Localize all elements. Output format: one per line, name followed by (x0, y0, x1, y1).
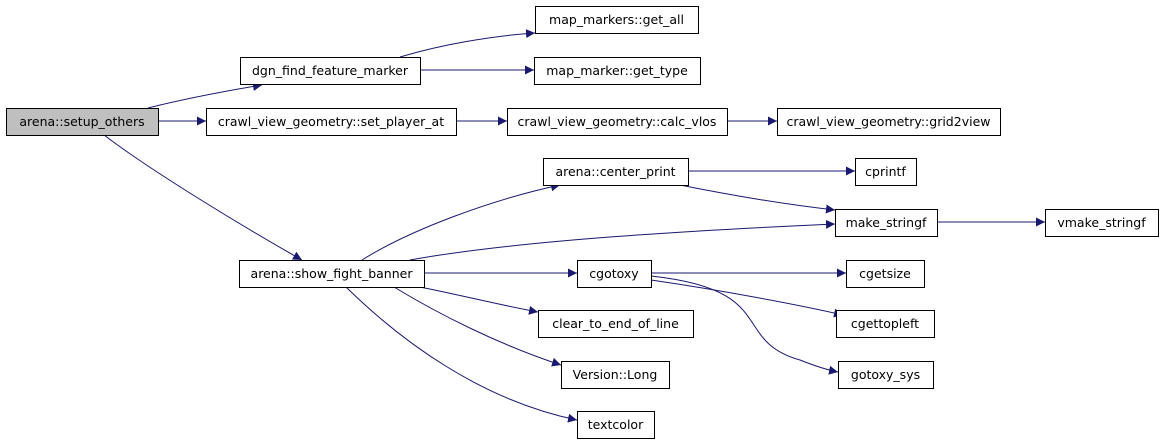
node-label: vmake_stringf (1057, 215, 1146, 230)
edge-setup_others-to-show_fight_banner (103, 134, 303, 261)
edge-dgn_find_feature_marker-to-get_all (399, 29, 536, 58)
node-label: arena::setup_others (19, 114, 144, 129)
node-version-long[interactable]: Version::Long (561, 361, 670, 389)
node-cgetsize[interactable]: cgetsize (846, 260, 925, 288)
node-vmake-stringf[interactable]: vmake_stringf (1045, 209, 1159, 237)
node-label: crawl_view_geometry::calc_vlos (518, 114, 717, 129)
node-box (855, 158, 917, 186)
edge-center_print-to-make_stringf (679, 184, 836, 214)
node-label: map_markers::get_all (549, 12, 684, 27)
edge-show_fight_banner-to-make_stringf (409, 219, 836, 261)
node-box (561, 361, 670, 389)
node-label: dgn_find_feature_marker (252, 63, 409, 78)
node-cprintf[interactable]: cprintf (855, 158, 917, 186)
node-cgotoxy[interactable]: cgotoxy (577, 260, 652, 288)
node-center-print[interactable]: arena::center_print (543, 158, 689, 186)
edge-cgotoxy-to-gotoxy_sys (650, 275, 839, 375)
node-box (777, 108, 1001, 136)
node-label: gotoxy_sys (851, 367, 920, 382)
edge-cgotoxy-to-cgettopleft (650, 279, 844, 318)
node-box (538, 310, 694, 338)
node-label: textcolor (588, 417, 644, 432)
node-label: cgetsize (859, 266, 911, 281)
node-box (543, 158, 689, 186)
edge-show_fight_banner-to-clear_to_end_of_line (419, 286, 539, 315)
node-label: crawl_view_geometry::set_player_at (218, 114, 444, 129)
node-box (507, 108, 728, 136)
node-setup-others[interactable]: arena::setup_others (6, 108, 159, 136)
node-get-type[interactable]: map_marker::get_type (534, 57, 701, 85)
node-box (836, 310, 935, 338)
node-label: arena::center_print (555, 164, 675, 179)
node-label: arena::show_fight_banner (251, 266, 414, 281)
node-grid2view[interactable]: crawl_view_geometry::grid2view (777, 108, 1001, 136)
node-label: crawl_view_geometry::grid2view (787, 114, 991, 129)
node-box (1045, 209, 1159, 237)
node-gotoxy-sys[interactable]: gotoxy_sys (838, 361, 934, 389)
node-set-player-at[interactable]: crawl_view_geometry::set_player_at (206, 108, 457, 136)
node-box (534, 57, 701, 85)
edge-show_fight_banner-to-center_print (361, 182, 561, 261)
node-textcolor[interactable]: textcolor (577, 411, 655, 439)
node-calc-vlos[interactable]: crawl_view_geometry::calc_vlos (507, 108, 728, 136)
edge-setup_others-to-dgn_find_feature_marker (147, 82, 263, 109)
node-label: make_stringf (846, 215, 927, 230)
node-box (838, 361, 934, 389)
node-box (535, 6, 699, 34)
node-box (577, 411, 655, 439)
edges-layer (103, 29, 1045, 423)
node-label: cgettopleft (851, 316, 919, 331)
node-box (6, 108, 159, 136)
node-box (240, 57, 421, 85)
node-box (577, 260, 652, 288)
node-get-all[interactable]: map_markers::get_all (535, 6, 699, 34)
node-label: Version::Long (573, 367, 658, 382)
node-label: cgotoxy (589, 266, 639, 281)
node-cgettopleft[interactable]: cgettopleft (836, 310, 935, 338)
node-show-fight-banner[interactable]: arena::show_fight_banner (239, 260, 425, 288)
nodes-layer: arena::setup_others dgn_find_feature_mark… (6, 6, 1159, 439)
node-box (835, 209, 938, 237)
node-label: cprintf (865, 164, 906, 179)
node-label: clear_to_end_of_line (552, 316, 679, 331)
node-dgn-find-feature-marker[interactable]: dgn_find_feature_marker (240, 57, 421, 85)
edge-show_fight_banner-to-version_long (393, 286, 562, 367)
node-box (206, 108, 457, 136)
edge-show_fight_banner-to-textcolor (345, 286, 578, 423)
node-label: map_marker::get_type (546, 63, 688, 78)
node-make-stringf[interactable]: make_stringf (835, 209, 938, 237)
node-box (239, 260, 425, 288)
node-clear-to-end-of-line[interactable]: clear_to_end_of_line (538, 310, 694, 338)
node-box (846, 260, 925, 288)
